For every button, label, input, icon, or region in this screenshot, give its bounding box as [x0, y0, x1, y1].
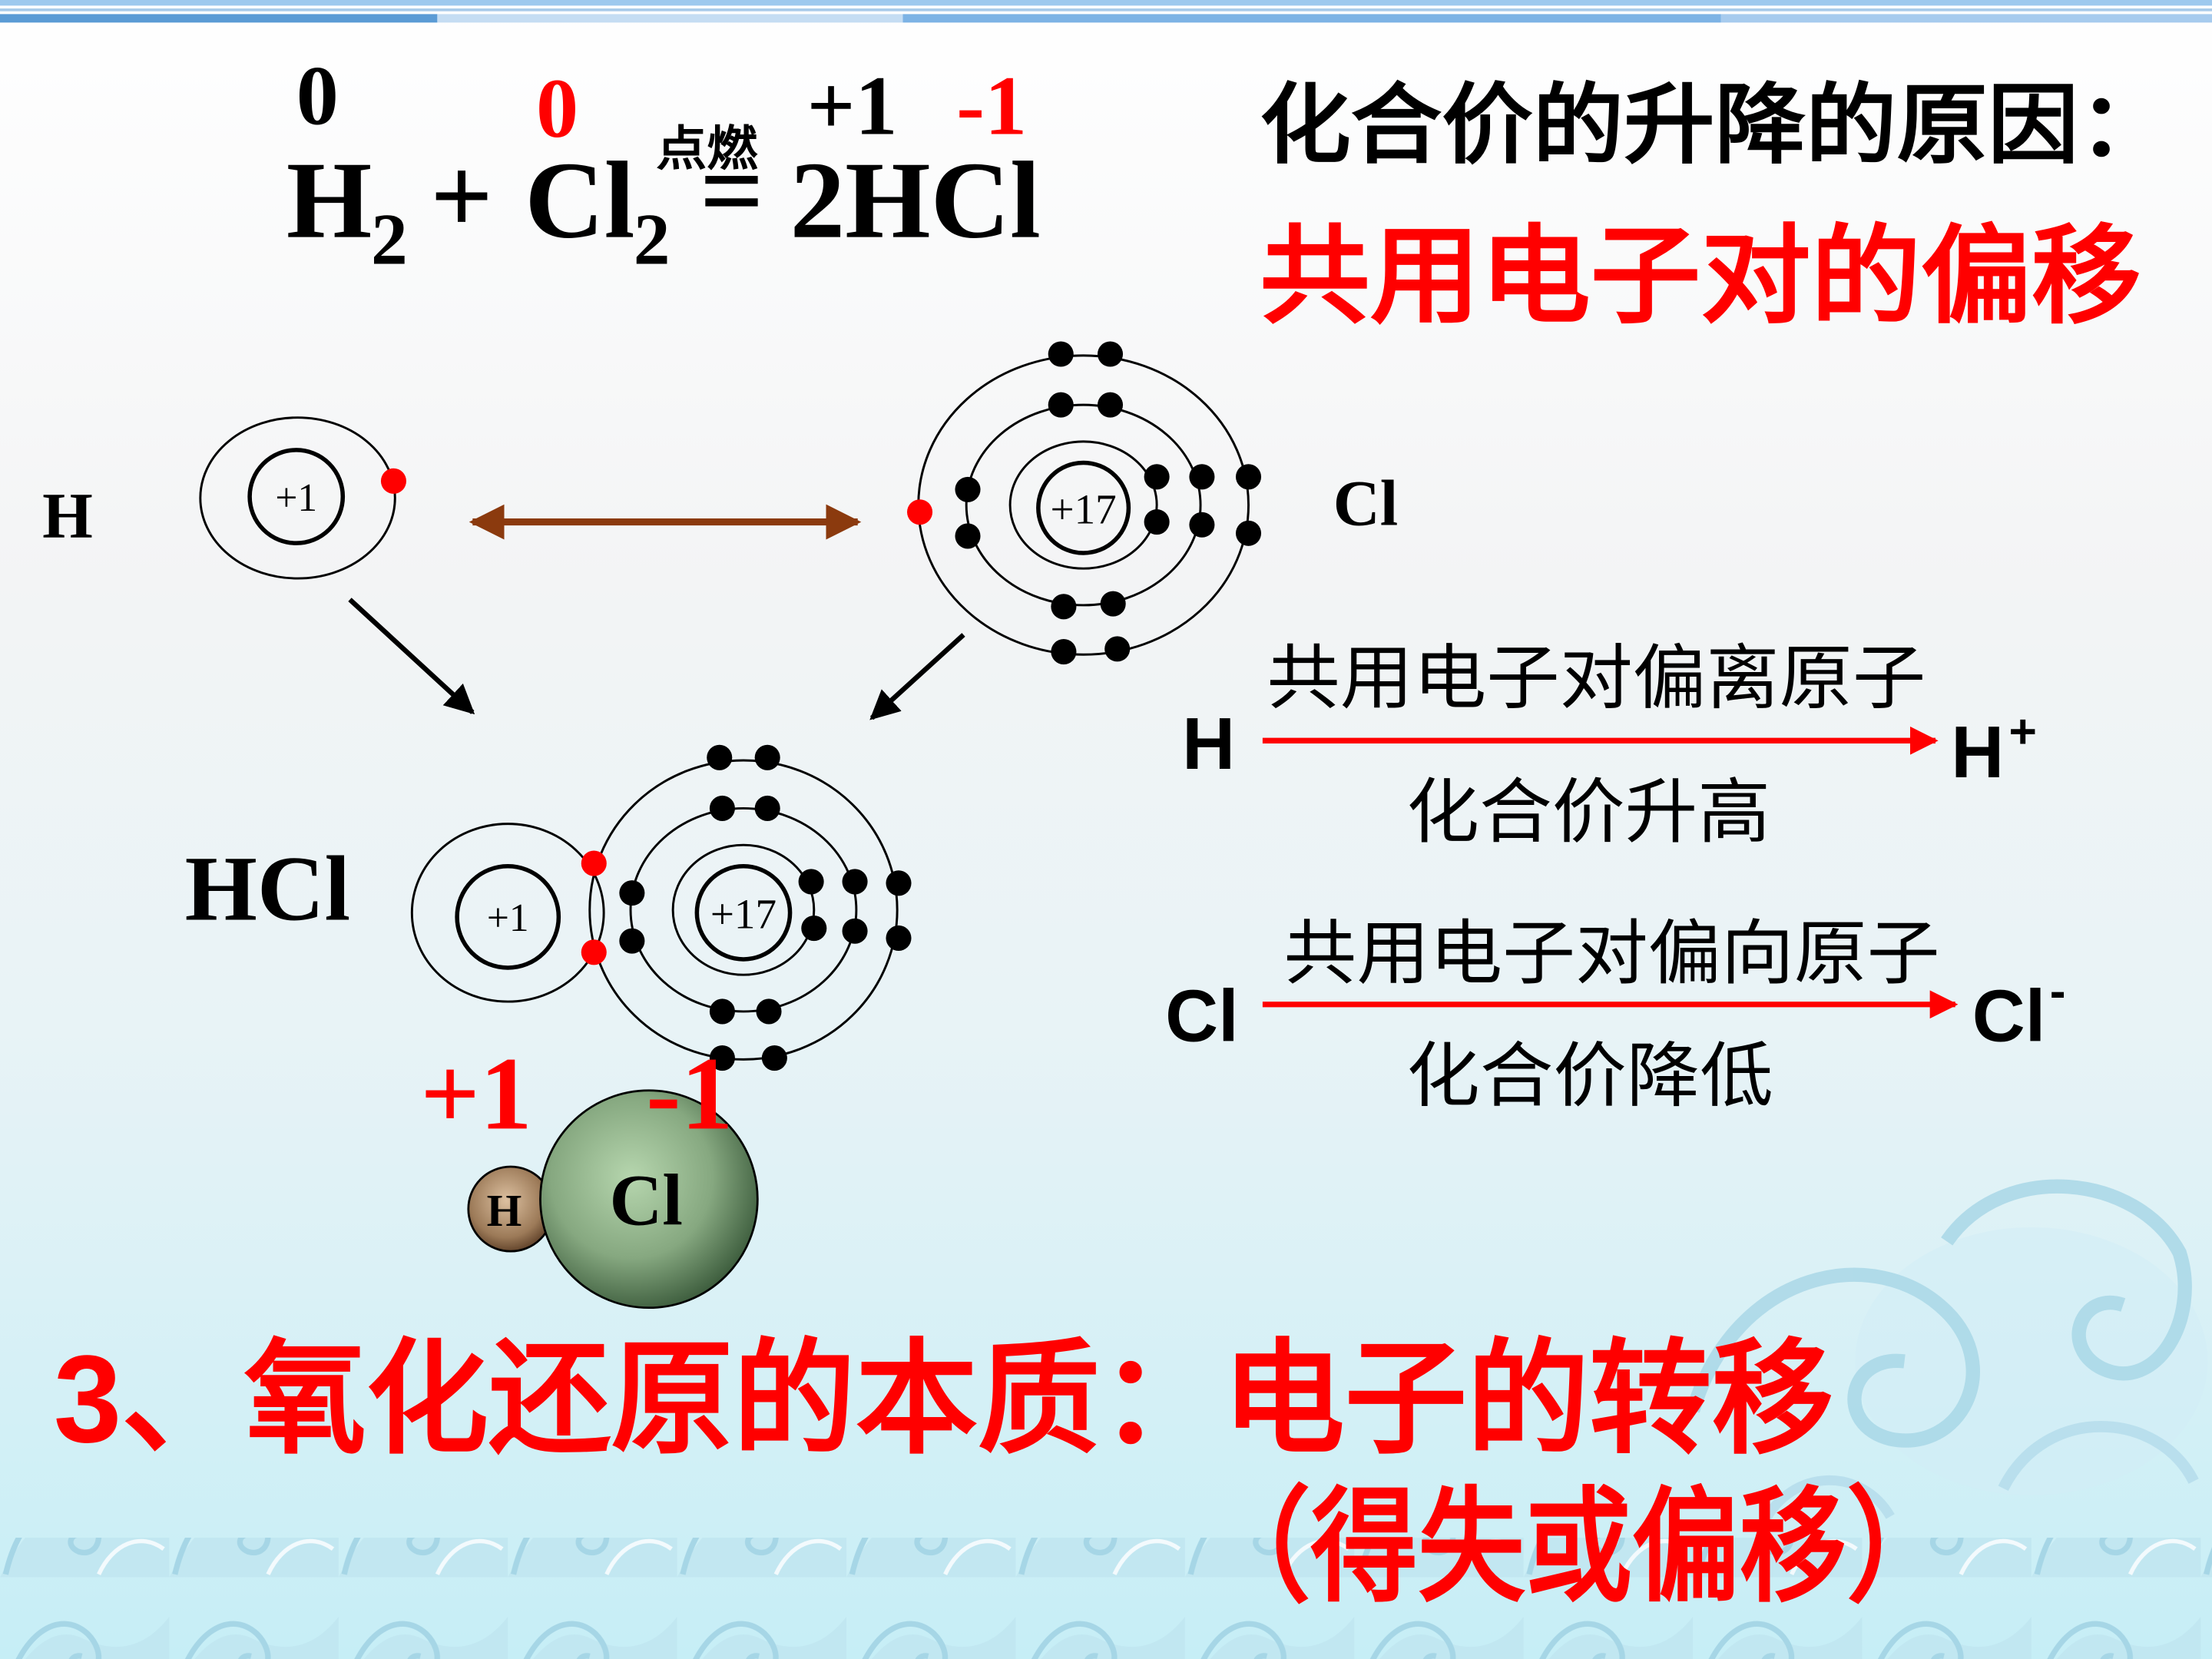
- electron: [955, 476, 981, 502]
- electron: [842, 918, 868, 944]
- reactant-cl-subscript: 2: [634, 198, 671, 280]
- nucleus-charge: +17: [710, 891, 777, 938]
- electron: [1051, 639, 1077, 665]
- process-to-cl: Cl: [1972, 976, 2045, 1058]
- top-stripe-decoration: [0, 0, 2212, 23]
- ball-cl-label: Cl: [609, 1159, 683, 1240]
- cl-reduction-process: Cl 共用电子对偏向原子 化合价降低 Cl -: [1165, 915, 2065, 1116]
- process-to-cl-superscript: -: [2050, 964, 2066, 1018]
- electron: [886, 925, 912, 951]
- electron: [1104, 636, 1131, 662]
- electron: [707, 744, 733, 770]
- process-below-label: 化合价降低: [1406, 1038, 1773, 1116]
- electron: [754, 795, 780, 821]
- electron: [619, 928, 645, 954]
- reason-answer: 共用电子对的偏移: [1260, 217, 2141, 336]
- oxidation-state-h-product: +1: [807, 58, 898, 152]
- h-oxidation-process: H 共用电子对偏离原子 化合价升高 H +: [1182, 640, 2037, 852]
- oxidation-state-h2: 0: [296, 49, 339, 143]
- electron: [1189, 464, 1215, 490]
- h-atom-diagram: H +1: [42, 416, 406, 580]
- conclusion-line-2: （得失或偏移）: [1204, 1479, 1954, 1617]
- reactant-cl: Cl: [525, 139, 634, 261]
- cl-atom-ball: [539, 1089, 759, 1310]
- electron: [801, 916, 827, 942]
- reaction-equation: 0 0 +1 -1 点燃 H 2 + Cl 2 = 2HCl: [286, 49, 1041, 280]
- charge-h: +1: [420, 1036, 531, 1151]
- hcl-molecule-diagram: HCl +1 +17: [185, 744, 912, 1071]
- h-atom-label: H: [42, 481, 93, 552]
- electron: [1051, 594, 1077, 620]
- process-from-h: H: [1182, 704, 1235, 785]
- nucleus: [247, 448, 346, 545]
- electron: [761, 1045, 787, 1071]
- wave-border: [0, 1538, 2212, 1659]
- cloud-decoration: [1686, 1179, 2208, 1526]
- valence-electron: [907, 499, 933, 525]
- electron: [754, 744, 780, 770]
- cl-atom-diagram: +17 Cl: [907, 341, 1398, 665]
- process-from-cl: Cl: [1165, 976, 1239, 1058]
- electron-shell: [965, 403, 1202, 607]
- electron-shell: [1008, 440, 1158, 570]
- process-above-label: 共用电子对偏向原子: [1283, 915, 1939, 993]
- nucleus: [694, 864, 793, 962]
- electron: [1100, 591, 1126, 617]
- electron: [709, 1045, 735, 1071]
- charge-cl: -1: [646, 1036, 733, 1151]
- combine-arrow-h: [348, 598, 475, 715]
- electron: [1048, 392, 1074, 418]
- nucleus-charge: +1: [487, 896, 529, 940]
- electron: [955, 523, 981, 549]
- electron-shell: [629, 806, 858, 1013]
- electron: [709, 998, 735, 1025]
- valence-electron: [380, 468, 406, 494]
- ball-h-label: H: [487, 1186, 522, 1236]
- electron: [619, 880, 645, 906]
- conclusion-line-1: 3、氧化还原的本质：电子的转移: [54, 1330, 1834, 1469]
- electron: [1097, 341, 1124, 367]
- electron: [1235, 464, 1262, 490]
- electron: [1048, 341, 1074, 367]
- product-hcl: 2HCl: [790, 139, 1041, 261]
- electron: [886, 870, 912, 896]
- process-above-label: 共用电子对偏离原子: [1267, 640, 1926, 718]
- electron: [1235, 520, 1262, 546]
- electron: [1097, 392, 1124, 418]
- process-to-h-superscript: +: [2009, 704, 2037, 758]
- electron-shell: [671, 843, 816, 976]
- nucleus-charge: +1: [275, 476, 317, 520]
- nucleus: [1036, 460, 1131, 555]
- cl-atom-label: Cl: [1333, 468, 1398, 539]
- electron: [798, 869, 824, 895]
- equals-sign: =: [700, 128, 764, 253]
- reason-heading: 化合价的升降的原因：: [1260, 78, 2170, 174]
- electron: [1189, 512, 1215, 538]
- reactant-h: H: [286, 139, 372, 261]
- electron: [756, 998, 782, 1025]
- plus-sign: +: [430, 134, 493, 257]
- hcl-ball-model: H Cl: [467, 1089, 759, 1310]
- electron: [1144, 509, 1170, 535]
- reactant-h-subscript: 2: [371, 198, 408, 280]
- process-below-label: 化合价升高: [1406, 773, 1770, 852]
- shared-electron: [581, 939, 607, 965]
- electron: [709, 795, 735, 821]
- reaction-condition: 点燃: [656, 122, 758, 176]
- oxidation-state-cl-product: -1: [956, 58, 1027, 152]
- hcl-label: HCl: [185, 838, 351, 941]
- nucleus: [455, 864, 561, 970]
- electron-shell: [199, 416, 396, 580]
- electron: [1144, 464, 1170, 490]
- electron-shell: [588, 759, 899, 1061]
- electron-shell: [410, 823, 605, 1003]
- electron: [842, 869, 868, 895]
- shared-electron: [581, 850, 607, 876]
- combine-arrow-cl: [869, 633, 965, 720]
- process-to-h: H: [1951, 712, 2004, 793]
- oxidation-state-cl2: 0: [536, 61, 578, 155]
- nucleus-charge: +17: [1051, 485, 1117, 532]
